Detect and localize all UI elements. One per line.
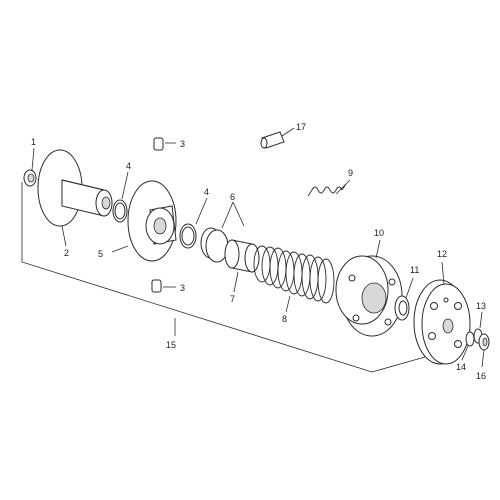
assembly-bracket bbox=[21, 182, 426, 373]
part-rings-6 bbox=[200, 201, 245, 263]
callout-4-second: 4 bbox=[204, 187, 209, 197]
part-clutch-10 bbox=[335, 239, 403, 337]
part-pin-17 bbox=[260, 127, 295, 149]
callout-7: 7 bbox=[230, 294, 235, 304]
callout-10: 10 bbox=[374, 228, 384, 238]
callout-4-first: 4 bbox=[126, 161, 131, 171]
callout-3-top: 3 bbox=[180, 139, 185, 149]
part-washer-11 bbox=[394, 277, 414, 321]
part-spring-8 bbox=[253, 245, 335, 313]
callout-3-bottom: 3 bbox=[180, 283, 185, 293]
callout-13: 13 bbox=[476, 301, 486, 311]
callout-11: 11 bbox=[410, 265, 419, 275]
callout-15: 15 bbox=[166, 340, 176, 350]
part-washer-1 bbox=[23, 147, 37, 187]
part-pin-3-bottom bbox=[151, 279, 176, 293]
callout-16: 16 bbox=[476, 371, 486, 381]
callout-8: 8 bbox=[282, 314, 287, 324]
callout-14: 14 bbox=[456, 362, 466, 372]
part-pin-3-top bbox=[153, 137, 176, 151]
part-sleeve-7 bbox=[224, 239, 260, 293]
callout-2: 2 bbox=[64, 248, 69, 258]
part-clutch-bell-12 bbox=[413, 261, 471, 365]
callout-5: 5 bbox=[98, 249, 103, 259]
callout-6: 6 bbox=[230, 192, 235, 202]
part-oring-4b bbox=[179, 197, 208, 249]
callout-17: 17 bbox=[296, 122, 306, 132]
part-nut-16 bbox=[478, 333, 490, 368]
part-small-spring-9 bbox=[307, 179, 351, 197]
part-washer-14 bbox=[461, 331, 475, 361]
part-fixed-pulley-2 bbox=[37, 149, 113, 247]
callout-12: 12 bbox=[437, 249, 447, 259]
callout-1: 1 bbox=[31, 137, 36, 147]
part-movable-pulley-5 bbox=[111, 180, 177, 262]
part-oring-4a bbox=[112, 171, 129, 223]
callout-9: 9 bbox=[348, 168, 353, 178]
